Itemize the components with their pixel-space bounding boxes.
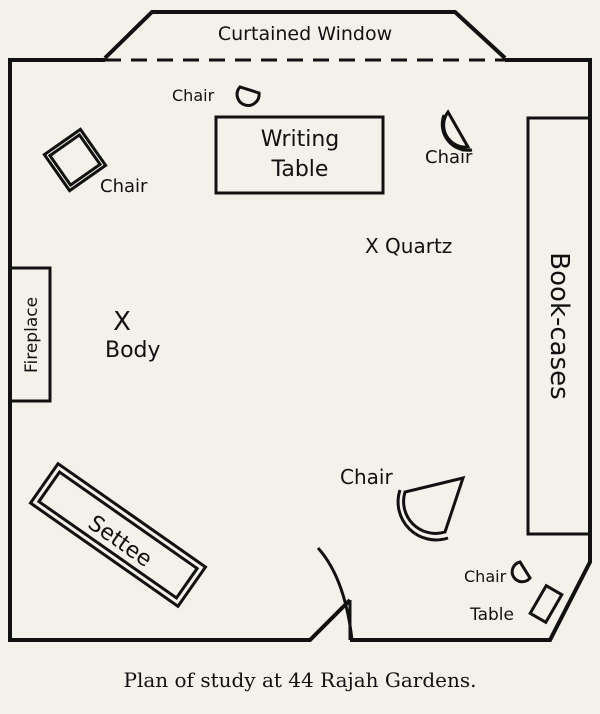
small-table (528, 583, 564, 625)
writing-table-label-1: Writing (261, 127, 340, 152)
fireplace (8, 266, 52, 403)
chair-label-top-right: Chair (425, 147, 473, 168)
chair-top-right (440, 109, 473, 152)
fireplace-label: Fireplace (22, 297, 42, 373)
door (316, 546, 354, 641)
table-label: Table (469, 605, 514, 625)
floor-plan: Curtained Window Fireplace Book-cases Wr… (8, 10, 592, 642)
bookcases (526, 116, 592, 536)
chair-bottom-right (510, 560, 532, 584)
window-bay (103, 10, 507, 62)
body-label: Body (105, 338, 161, 363)
chair-label-bottom: Chair (340, 465, 393, 489)
chair-bottom (396, 475, 466, 542)
settee (28, 461, 208, 609)
caption: Plan of study at 44 Rajah Gardens. (123, 668, 477, 692)
window-label: Curtained Window (218, 23, 392, 45)
chair-label-left: Chair (100, 176, 148, 197)
bookcases-label: Book-cases (544, 252, 574, 399)
quartz-label: X Quartz (365, 234, 452, 258)
chair-top-small (235, 85, 261, 107)
chair-label-top-small: Chair (172, 86, 215, 105)
body-mark: X (113, 307, 131, 337)
chair-label-bottom-right: Chair (464, 567, 507, 586)
chair-left (42, 127, 108, 193)
writing-table (214, 115, 385, 195)
walls (8, 58, 592, 642)
writing-table-label-2: Table (271, 157, 329, 182)
